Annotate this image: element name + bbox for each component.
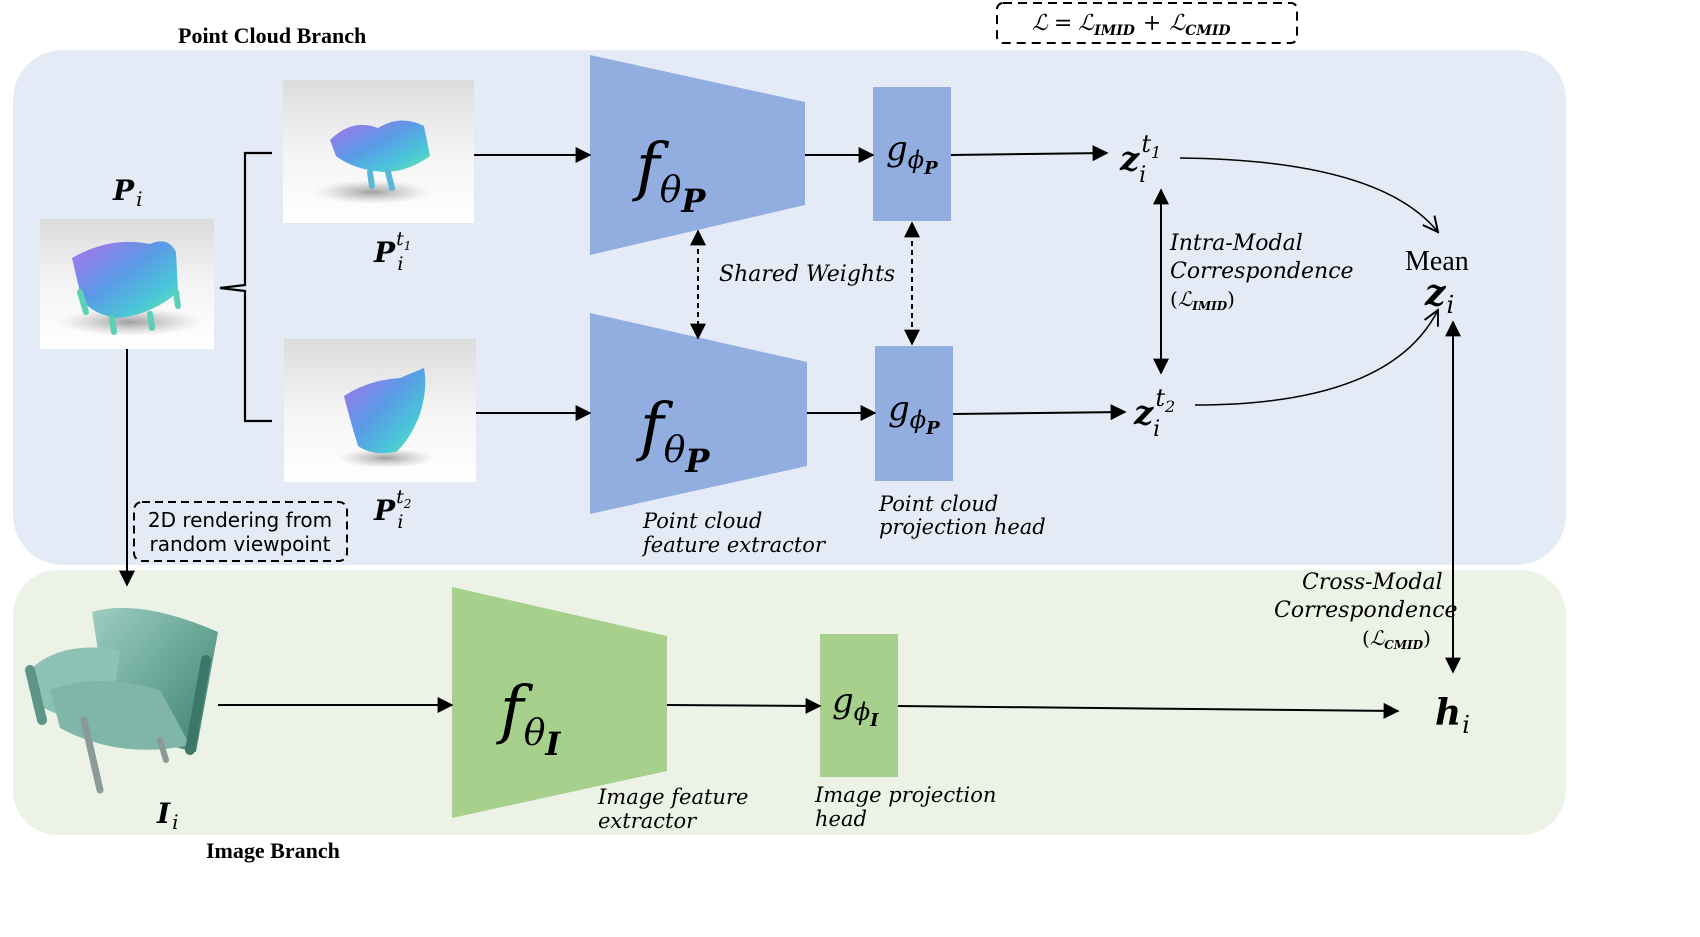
cross-modal-label-line2: Correspondence [1274, 598, 1458, 623]
arrow-image-head-to-h [897, 702, 1400, 719]
rendering-label-line1: 2D rendering from [148, 508, 332, 532]
point-cloud-head-bottom-label: gϕP [888, 389, 940, 439]
img-extractor-caption-line2: extractor [598, 809, 698, 833]
arrow-head-bottom-to-z2 [952, 404, 1127, 421]
loss-equation: ℒ=ℒIMID+ℒCMID [1032, 11, 1231, 39]
pc-extractor-caption-line1: Point cloud [642, 509, 762, 533]
augmented-cloud-t2-image [284, 339, 476, 482]
mean-z-label: zi [1424, 272, 1454, 319]
point-cloud-head-top-label: gϕP [886, 129, 938, 179]
rendering-box [133, 501, 348, 562]
cross-modal-loss: (ℒCMID) [1362, 626, 1431, 652]
point-cloud-encoder-bottom [590, 313, 807, 514]
point-cloud-head-bottom [875, 346, 953, 481]
image-branch-panel [13, 570, 1566, 835]
intra-modal-label-line2: Correspondence [1170, 259, 1354, 284]
loss-box [996, 2, 1298, 44]
intra-modal-label-line1: Intra-Modal [1169, 231, 1303, 256]
point-cloud-image [40, 219, 214, 349]
mean-label: Mean [1405, 246, 1469, 277]
rendering-label-line2: random viewpoint [150, 532, 331, 556]
image-head-label: gϕI [832, 681, 879, 731]
image-branch-title: Image Branch [206, 838, 340, 863]
pc-head-caption-line2: projection head [879, 515, 1046, 539]
pc-head-caption-line1: Point cloud [878, 492, 998, 516]
arrow-head-top-to-z1 [950, 145, 1109, 162]
img-head-caption-line2: head [815, 807, 867, 831]
point-cloud-branch-title: Point Cloud Branch [178, 23, 366, 48]
curve-z2-to-mean [1194, 310, 1438, 406]
curve-z1-to-mean [1179, 157, 1438, 232]
augmentation-brace [219, 151, 272, 423]
h-label: hi [1435, 692, 1470, 739]
img-head-caption-line1: Image projection [814, 783, 996, 807]
cross-modal-label-line1: Cross-Modal [1302, 570, 1443, 595]
image-head [820, 634, 898, 777]
image-encoder [452, 587, 667, 818]
shared-weights-label: Shared Weights [719, 262, 895, 287]
point-cloud-encoder-top [590, 55, 805, 255]
img-extractor-caption-line1: Image feature [597, 785, 748, 809]
augmented-cloud-t1-image [283, 80, 474, 223]
point-cloud-head-top [873, 87, 951, 221]
arrow-image-encoder-to-head [666, 697, 822, 714]
rendered-chair-image [25, 607, 218, 794]
pc-extractor-caption-line2: feature extractor [641, 533, 827, 557]
intra-modal-loss: (ℒIMID) [1170, 287, 1235, 313]
